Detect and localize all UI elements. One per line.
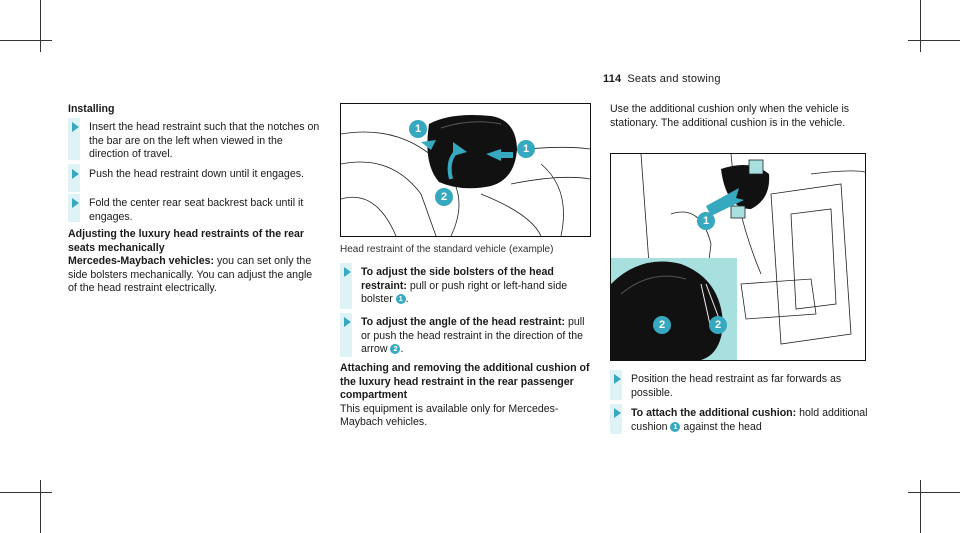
step-text: hold additional cushion <box>631 407 868 433</box>
right-intro: Use the additional cushion only when the… <box>610 103 850 129</box>
crop-mark <box>920 480 921 533</box>
crop-mark <box>908 40 960 41</box>
crop-mark <box>40 480 41 533</box>
callout-2: 2 <box>709 316 727 334</box>
crop-mark <box>0 492 52 493</box>
cushion-figure: 1 2 2 <box>610 153 866 361</box>
left-column: Installing <box>68 103 323 123</box>
step-text: Push the head restraint down until it en… <box>89 168 304 180</box>
crop-mark <box>40 0 41 52</box>
page-number: 114 <box>603 73 622 85</box>
installing-heading: Installing <box>68 103 115 115</box>
step-arrow-icon <box>344 317 351 327</box>
head-restraint-figure: 1 1 2 <box>340 103 591 237</box>
step-arrow-icon <box>72 122 79 132</box>
attach-section: Attaching and removing the additional cu… <box>340 362 590 430</box>
step-label: To adjust the side bolsters of the head … <box>361 266 554 292</box>
callout-2: 2 <box>653 316 671 334</box>
head-restraint-illustration <box>341 115 590 236</box>
step-arrow-icon <box>72 198 79 208</box>
step-text: Position the head restraint as far forwa… <box>631 373 842 399</box>
crop-mark <box>0 40 52 41</box>
install-step-1: Insert the head restraint such that the … <box>72 121 322 162</box>
maybach-paragraph: Mercedes-Maybach vehicles: you can set o… <box>68 255 323 296</box>
install-step-3: Fold the center rear seat backrest back … <box>72 197 322 224</box>
figure-caption: Head restraint of the standard vehicle (… <box>340 244 554 255</box>
step-text: pull or push right or left-hand side bol… <box>361 279 568 306</box>
step-text: pull or push the head restraint in the d… <box>361 316 585 356</box>
middle-step-1: To adjust the side bolsters of the head … <box>344 266 590 307</box>
right-step-1: Position the head restraint as far forwa… <box>614 373 868 400</box>
right-step-2: To attach the additional cushion: hold a… <box>614 407 868 434</box>
step-arrow-icon <box>614 408 621 418</box>
adjust-section: Adjusting the luxury head restraints of … <box>68 228 323 296</box>
attach-heading: Attaching and removing the additional cu… <box>340 362 590 402</box>
callout-1: 1 <box>409 120 427 138</box>
middle-step-2: To adjust the angle of the head restrain… <box>344 316 590 357</box>
step-text: Fold the center rear seat backrest back … <box>89 197 304 223</box>
crop-mark <box>920 0 921 52</box>
cushion-illustration <box>611 154 865 360</box>
maybach-text: you can set only the side bolsters mecha… <box>68 255 313 295</box>
step-arrow-icon <box>72 169 79 179</box>
attach-text: This equipment is available only for Mer… <box>340 402 559 429</box>
callout-badge: 1 <box>670 421 681 432</box>
callout-badge: 1 <box>395 294 406 305</box>
callout-2: 2 <box>435 188 453 206</box>
callout-badge: 2 <box>390 344 401 355</box>
page-header: 114 Seats and stowing <box>603 73 721 85</box>
step-arrow-icon <box>344 267 351 277</box>
step-text: Insert the head restraint such that the … <box>89 121 320 161</box>
adjust-heading: Adjusting the luxury head restraints of … <box>68 228 305 254</box>
step-arrow-icon <box>614 374 621 384</box>
step-text: against the head <box>683 420 762 433</box>
step-label: To adjust the angle of the head restrain… <box>361 316 566 328</box>
step-label: To attach the additional cushion: <box>631 407 797 419</box>
install-step-2: Push the head restraint down until it en… <box>72 168 322 182</box>
section-title: Seats and stowing <box>627 73 721 85</box>
crop-mark <box>908 492 960 493</box>
maybach-label: Mercedes-Maybach vehicles: <box>68 255 215 268</box>
callout-1: 1 <box>517 140 535 158</box>
callout-1: 1 <box>697 212 715 230</box>
